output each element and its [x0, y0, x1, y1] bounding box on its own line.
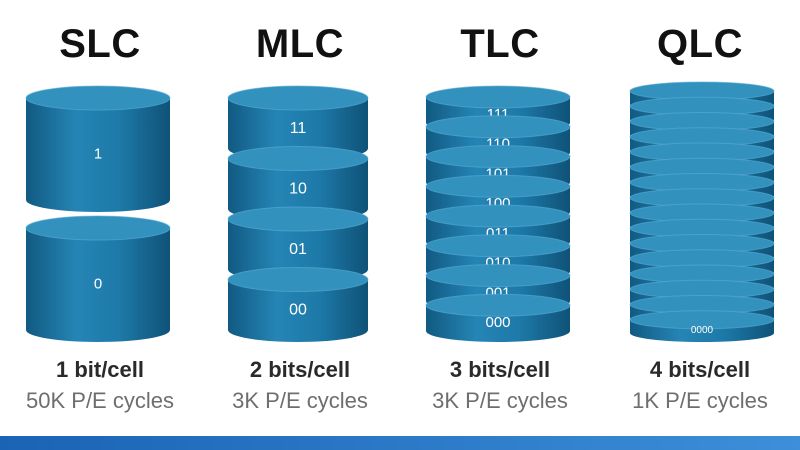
cylinder-rim	[227, 85, 369, 111]
pe-cycles: 1K P/E cycles	[632, 388, 768, 413]
cylinder-body	[228, 219, 368, 282]
cylinder-top	[426, 234, 570, 257]
cylinder-top	[228, 207, 368, 231]
cylinder-body	[228, 98, 368, 161]
cylinder-rim	[227, 267, 369, 292]
cell-value-label: 00	[289, 302, 307, 319]
cylinder-top	[426, 145, 570, 168]
pe-cycles: 3K P/E cycles	[232, 388, 368, 413]
footer-accent-bar	[0, 436, 800, 450]
cylinder-top	[630, 158, 774, 177]
cylinder-top	[630, 265, 774, 283]
cell-cylinder: 11	[227, 85, 369, 161]
cell-value-label: 10	[289, 181, 307, 198]
cell-type-title: MLC	[255, 22, 345, 66]
cell-value-label: 000	[485, 314, 510, 331]
cylinder-top	[630, 112, 774, 131]
cylinder-rim	[227, 146, 369, 171]
cylinder-body	[228, 158, 368, 221]
cylinder-body	[228, 279, 368, 342]
bits-per-cell: 4 bits/cell	[649, 357, 751, 382]
cylinder-top	[630, 188, 774, 207]
cylinder-top	[630, 173, 774, 192]
cylinder-rim	[25, 85, 171, 111]
cylinder-top	[630, 310, 774, 329]
cylinder-top	[228, 86, 368, 110]
cylinder-top	[630, 204, 774, 222]
cylinder-stack-mlc: 11 10 01 00	[227, 85, 369, 342]
cylinder-rim	[425, 234, 571, 258]
cylinder-top	[630, 97, 774, 116]
bits-per-cell: 1 bit/cell	[55, 357, 145, 382]
cell-cylinder: 00	[227, 267, 369, 342]
cylinder-top	[630, 143, 774, 161]
cell-value-label: 0	[94, 275, 102, 292]
cell-value-label: 1	[94, 145, 102, 162]
cylinder-top	[426, 115, 570, 138]
cylinder-top	[426, 86, 570, 108]
cell-value-label: 11	[290, 120, 307, 137]
cylinder-top	[630, 219, 774, 238]
cell-cylinder: 10	[227, 146, 369, 221]
cylinder-body	[26, 228, 170, 342]
cell-cylinder: 1	[25, 85, 171, 212]
cylinder-top	[630, 295, 774, 314]
cylinder-rim	[227, 206, 369, 232]
bits-per-cell: 2 bits/cell	[249, 357, 351, 382]
cylinder-rim	[425, 174, 571, 198]
cylinder-rim	[425, 85, 571, 109]
cylinder-body	[26, 98, 170, 212]
cylinder-top	[630, 82, 774, 100]
cell-type-title: SLC	[59, 22, 141, 66]
column-mlc: MLC 11 10 01 00 2 bits/cell 3K P/E cycles	[200, 0, 400, 450]
cylinder-top	[426, 294, 570, 317]
pe-cycles: 3K P/E cycles	[432, 388, 568, 413]
cylinder-top	[630, 249, 774, 268]
cylinder-rim	[25, 215, 171, 241]
pe-cycles: 50K P/E cycles	[26, 388, 174, 413]
cell-value-label: 0000	[691, 325, 714, 336]
cylinder-rim	[629, 310, 775, 330]
cylinder-rim	[425, 204, 571, 228]
cell-type-title: QLC	[657, 22, 743, 66]
column-qlc: QLC 111111101101110010111010100110000111…	[600, 0, 800, 450]
cylinder-top	[26, 86, 170, 110]
cell-cylinder: 000	[425, 293, 571, 342]
cylinder-stack-qlc: 1111111011011100101110101001100001110110…	[629, 81, 775, 342]
cylinder-rim	[425, 293, 571, 317]
cylinder-top	[630, 280, 774, 299]
cylinder-top	[426, 205, 570, 227]
cell-cylinder: 01	[227, 206, 369, 282]
cylinder-rim	[425, 264, 571, 287]
cylinder-top	[26, 216, 170, 240]
cell-type-title: TLC	[460, 22, 540, 66]
cylinder-rim	[425, 145, 571, 168]
cell-value-label: 01	[289, 241, 307, 258]
cylinder-top	[228, 146, 368, 171]
cylinder-top	[630, 234, 774, 253]
cylinder-top	[426, 264, 570, 287]
cylinder-top	[426, 175, 570, 198]
cylinder-stack-slc: 10	[25, 85, 171, 342]
cylinder-top	[228, 267, 368, 292]
cell-cylinder: 0	[25, 215, 171, 342]
bits-per-cell: 3 bits/cell	[449, 357, 551, 382]
cylinder-rim	[425, 115, 571, 139]
cylinder-top	[630, 127, 774, 146]
cell-cylinder: 0000	[629, 310, 775, 342]
